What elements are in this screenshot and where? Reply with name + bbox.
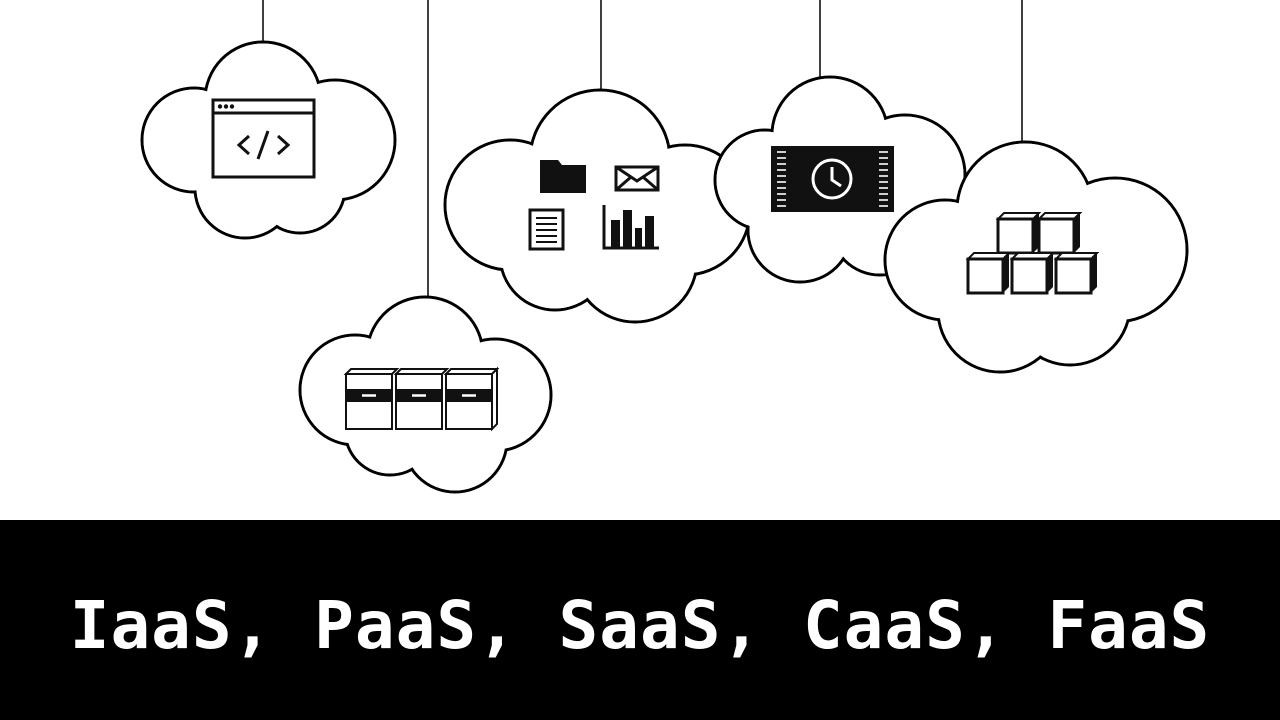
cloud-containers (883, 140, 1189, 374)
cloud-apps (443, 88, 752, 324)
bar-chart-icon (602, 205, 659, 250)
caption-band: IaaS, PaaS, SaaS, CaaS, FaaS (0, 520, 1280, 720)
mail-icon (614, 165, 660, 192)
server-rack-icon (343, 366, 500, 432)
clock-function-icon (771, 146, 894, 212)
cloud-code (140, 40, 397, 240)
cloud-illustration (140, 0, 1189, 494)
caption-text: IaaS, PaaS, SaaS, CaaS, FaaS (69, 586, 1211, 664)
folder-icon (540, 160, 586, 193)
cloud-servers (298, 295, 553, 494)
code-window-icon (211, 98, 316, 179)
document-icon (528, 208, 565, 251)
container-stack-icon (965, 212, 1100, 295)
